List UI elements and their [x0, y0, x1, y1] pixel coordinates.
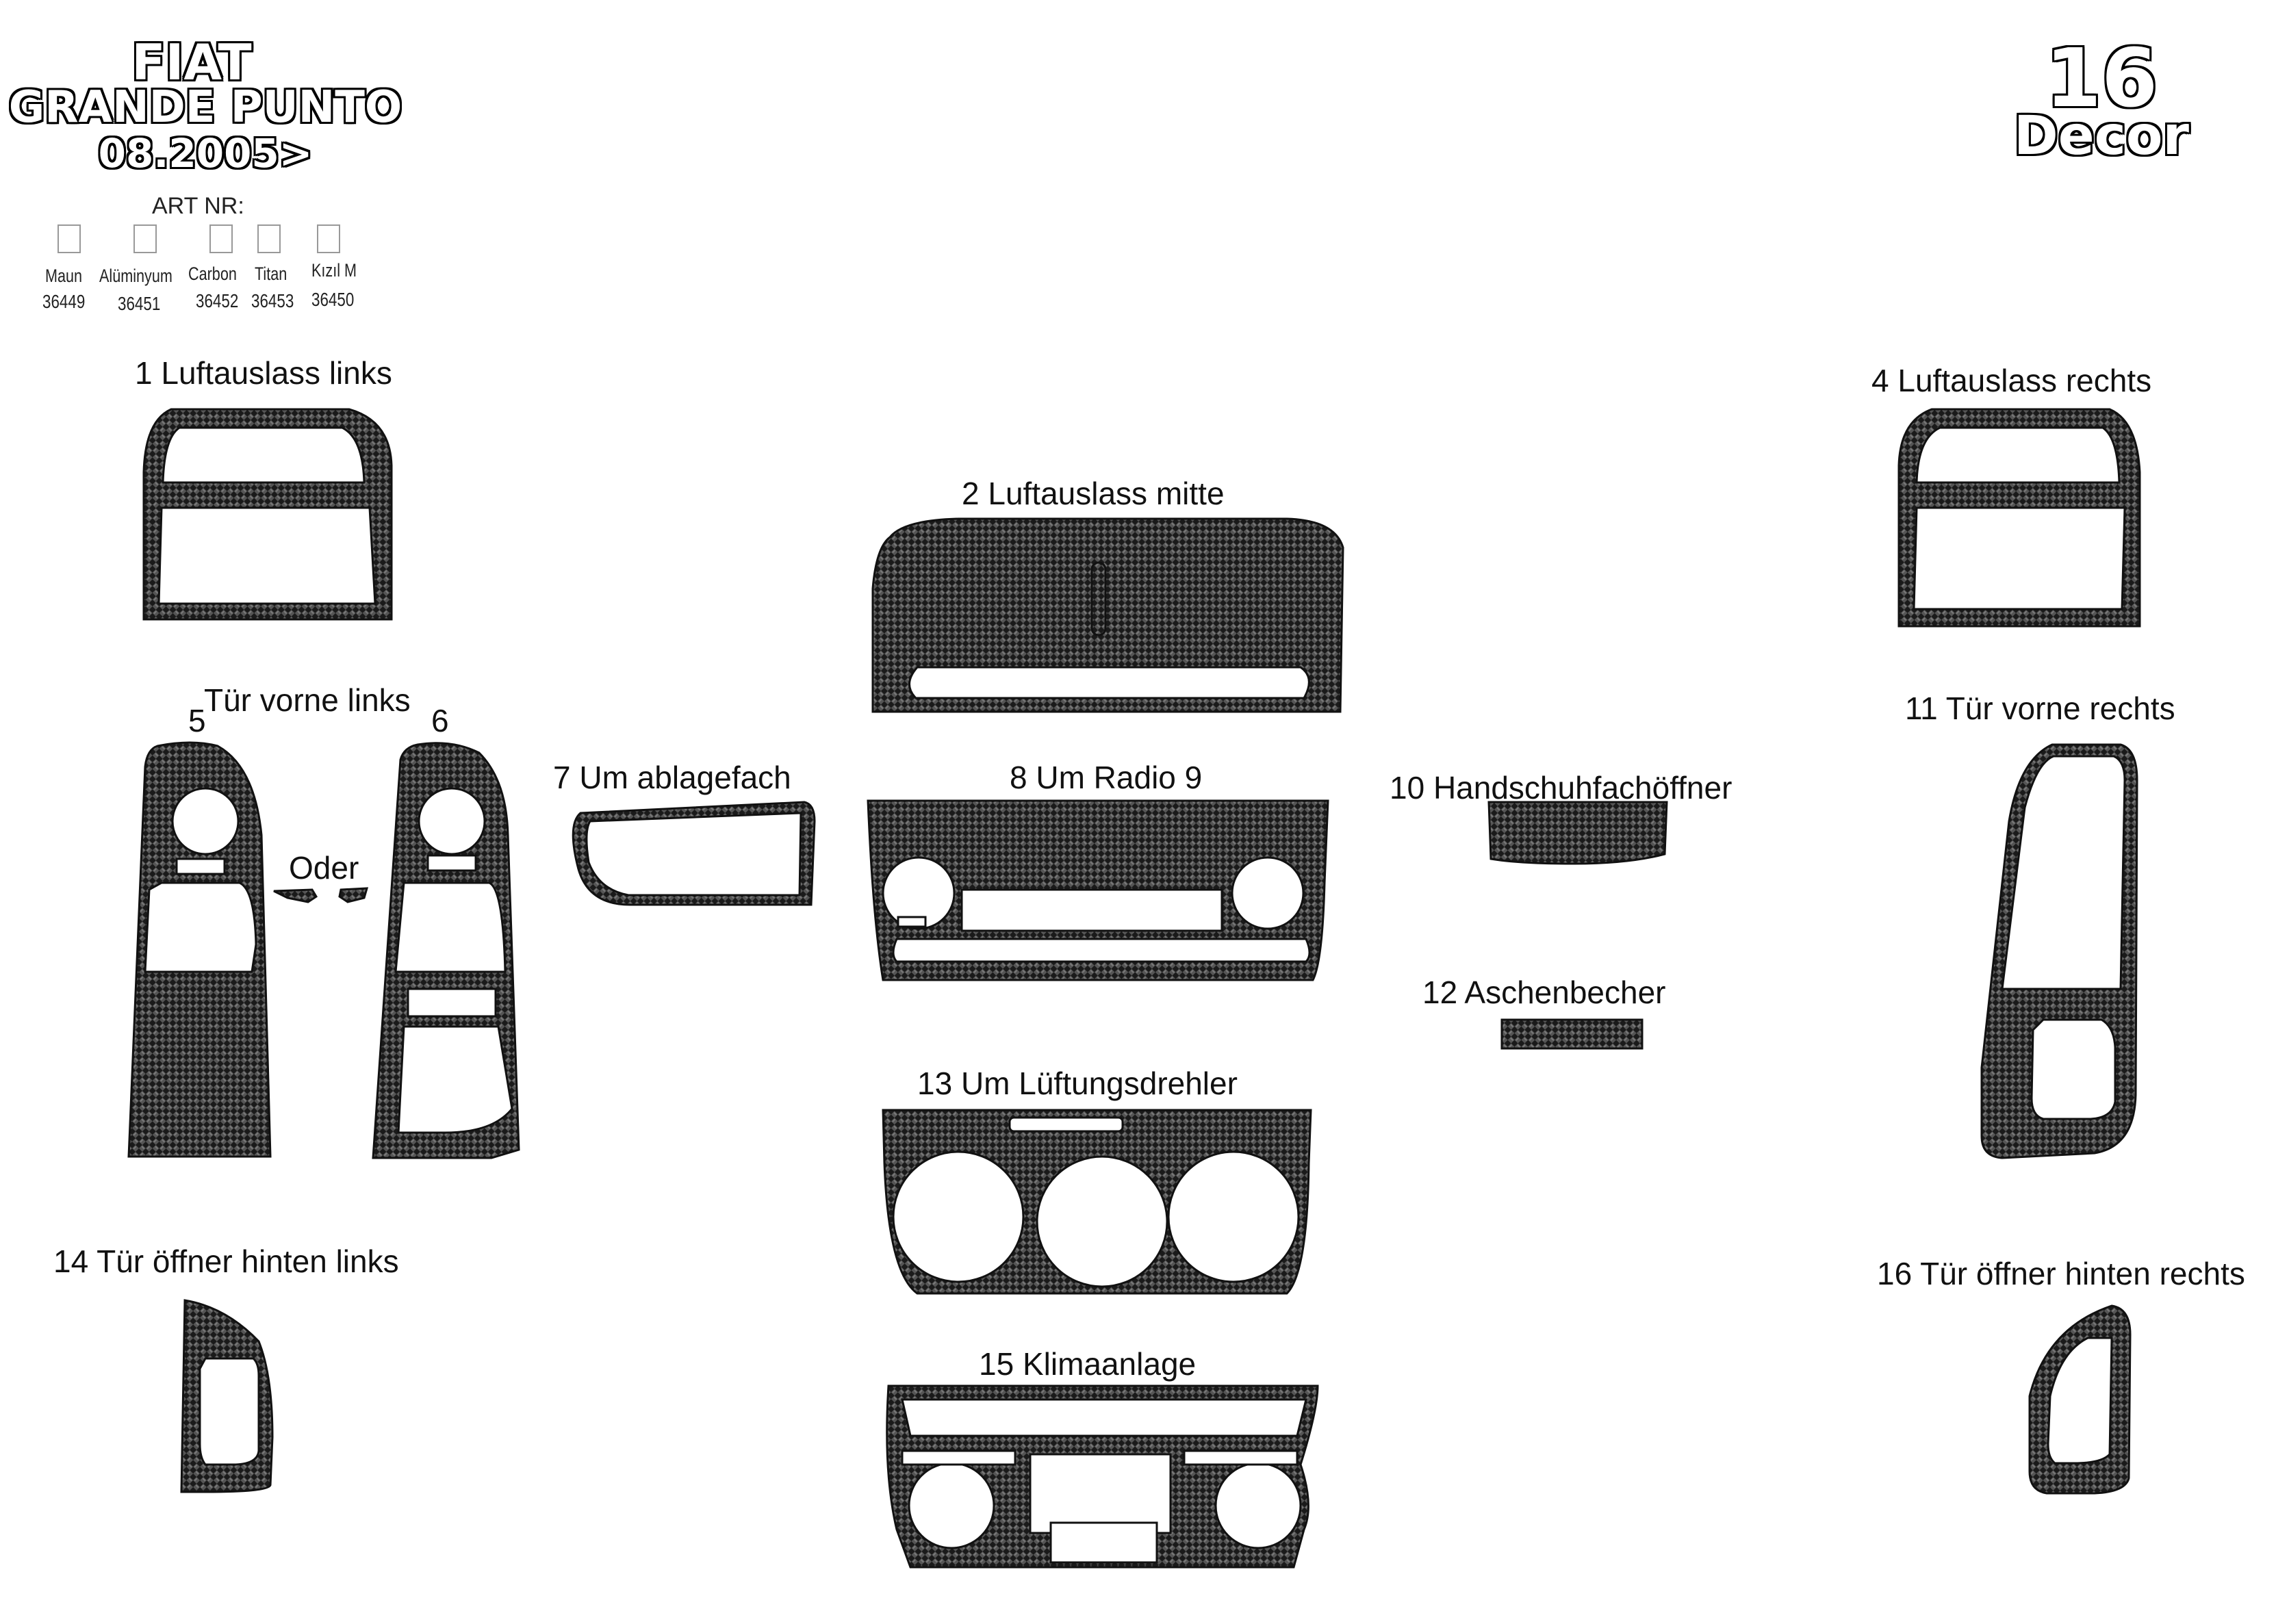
label-part-6: 6 [431, 703, 449, 738]
label-part-10: 10 Handschuhfachöffner [1390, 770, 1732, 805]
part-4-right-vent-trim [1897, 408, 2141, 628]
label-part-4: 4 Luftauslass rechts [1871, 363, 2152, 398]
piece-word: Decor [2014, 105, 2189, 167]
material-number-carbon: 36452 [196, 290, 239, 311]
part-11-front-right-door-trim [1980, 743, 2138, 1159]
part-1-left-vent-trim [142, 408, 393, 621]
label-part-14: 14 Tür öffner hinten links [53, 1243, 399, 1279]
material-name-aluminyum: Alüminyum [99, 266, 172, 286]
part-2-center-vent-trim [871, 517, 1344, 713]
piece-count: 16 [2045, 31, 2158, 125]
material-number-aluminyum: 36451 [118, 293, 161, 314]
part-6-front-left-door-trim-alt [372, 742, 520, 1159]
brand-title: FIAT [131, 34, 252, 91]
material-checkbox-maun[interactable] [57, 224, 81, 253]
label-part-11: 11 Tür vorne rechts [1905, 691, 2175, 726]
material-name-carbon: Carbon [188, 263, 237, 284]
part-5-front-left-door-trim [127, 741, 272, 1158]
part-10-glovebox-opener [1487, 801, 1668, 865]
year-title: 08.2005> [98, 130, 313, 177]
part-7-storage-tray-trim [572, 801, 816, 906]
label-part-16: 16 Tür öffner hinten rechts [1877, 1256, 2245, 1291]
oder-switch-pieces [273, 887, 369, 903]
part-3-center-vent-bar [1090, 561, 1107, 636]
label-oder: Oder [289, 850, 359, 886]
label-part-5: 5 [188, 703, 206, 738]
part-8-9-radio-surround [867, 799, 1329, 981]
material-number-maun: 36449 [42, 291, 86, 312]
label-part-15: 15 Klimaanlage [979, 1346, 1197, 1382]
material-name-titan: Titan [255, 263, 287, 284]
material-checkbox-carbon[interactable] [209, 224, 233, 253]
part-12-ashtray [1500, 1018, 1644, 1050]
material-number-titan: 36453 [251, 290, 294, 311]
part-15-climate-control-trim [886, 1384, 1319, 1569]
part-16-rear-right-door-opener-trim [2028, 1304, 2132, 1495]
material-checkbox-aluminyum[interactable] [133, 224, 157, 253]
material-number-kizil: 36450 [311, 289, 355, 310]
label-part-13: 13 Um Lüftungsdrehler [917, 1066, 1238, 1101]
label-part-5-6: Tür vorne links [204, 682, 411, 718]
label-part-7: 7 Um ablagefach [553, 760, 791, 795]
material-name-maun: Maun [45, 266, 83, 286]
material-name-kizil: Kızıl M [311, 260, 357, 281]
label-part-8-9: 8 Um Radio 9 [1010, 760, 1203, 795]
label-part-1: 1 Luftauslass links [135, 355, 392, 391]
material-checkbox-kizil[interactable] [317, 224, 340, 253]
model-title: GRANDE PUNTO [8, 82, 402, 133]
material-checkbox-titan[interactable] [257, 224, 281, 253]
label-part-2: 2 Luftauslass mitte [962, 476, 1225, 511]
part-13-vent-knob-surround [882, 1109, 1312, 1295]
art-nr-label: ART NR: [152, 193, 244, 219]
label-part-12: 12 Aschenbecher [1422, 975, 1666, 1010]
part-14-rear-left-door-opener-trim [180, 1299, 274, 1493]
